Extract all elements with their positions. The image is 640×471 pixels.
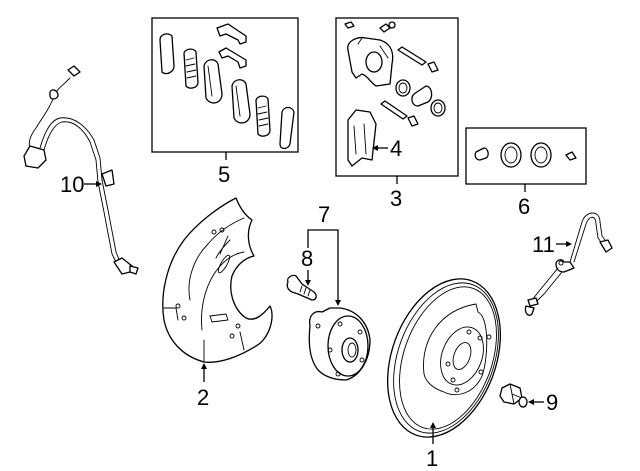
callout-leader-7 bbox=[307, 229, 339, 300]
caliper-support-bracket bbox=[347, 109, 377, 167]
dust-boot bbox=[430, 99, 446, 117]
bleeder-screw bbox=[344, 21, 355, 29]
pin-sleeve bbox=[565, 151, 577, 161]
arrow-1 bbox=[430, 422, 436, 428]
pad-kit-frame bbox=[151, 17, 299, 153]
pin-boot bbox=[474, 147, 489, 161]
dust-boot bbox=[530, 142, 552, 168]
arrow-7 bbox=[335, 300, 341, 306]
brake-hose: 11 bbox=[524, 212, 613, 316]
callout-8: 8 bbox=[301, 246, 313, 271]
bleeder-cap bbox=[388, 21, 396, 29]
pad-clip bbox=[216, 23, 247, 45]
hose-bracket bbox=[555, 259, 575, 273]
callout-6: 6 bbox=[518, 194, 530, 219]
callout-4: 4 bbox=[390, 136, 402, 161]
hose-fitting bbox=[599, 239, 613, 253]
guide-pin bbox=[397, 46, 427, 66]
sensor-connector bbox=[67, 65, 81, 77]
guide-pin bbox=[380, 100, 408, 120]
piston-seal bbox=[395, 79, 411, 97]
guide-pin-boot bbox=[427, 61, 439, 73]
sensor-bracket bbox=[23, 145, 47, 169]
callout-1: 1 bbox=[426, 446, 438, 471]
callout-3: 3 bbox=[390, 186, 402, 211]
callout-5: 5 bbox=[218, 162, 230, 187]
callout-10: 10 bbox=[60, 172, 84, 197]
piston-seal bbox=[500, 142, 522, 168]
brake-rotor: 1 bbox=[387, 278, 501, 471]
guide-pin-boot bbox=[407, 115, 419, 127]
sensor-clip bbox=[101, 169, 115, 187]
abs-sensor: 10 bbox=[23, 65, 139, 275]
sensor-head bbox=[113, 257, 133, 275]
sensor-grommet bbox=[49, 89, 59, 100]
caliper-bore bbox=[365, 51, 383, 73]
callout-11: 11 bbox=[532, 232, 555, 257]
hub-bearing-assembly: 7 8 bbox=[286, 202, 371, 381]
pad-kit-box: 5 bbox=[151, 17, 299, 187]
hose-banjo bbox=[527, 297, 539, 307]
callout-7: 7 bbox=[318, 202, 330, 227]
brake-pad bbox=[183, 48, 199, 89]
piston bbox=[411, 85, 433, 107]
arrow-11 bbox=[566, 241, 572, 247]
hub-nut: 9 bbox=[499, 383, 558, 415]
arrow-8 bbox=[305, 280, 311, 286]
callout-9: 9 bbox=[546, 390, 558, 415]
pad-shim bbox=[279, 106, 295, 150]
arrow-4 bbox=[372, 145, 378, 151]
arrow-9 bbox=[528, 399, 534, 405]
callout-2: 2 bbox=[197, 385, 209, 410]
brake-pad bbox=[255, 95, 271, 137]
seal-kit-box: 6 bbox=[465, 127, 587, 219]
pad-shim bbox=[159, 33, 175, 75]
arrow-10 bbox=[96, 181, 102, 187]
splash-shield: 2 bbox=[162, 197, 273, 410]
pad-clip bbox=[218, 47, 247, 69]
arrow-2 bbox=[201, 363, 207, 369]
caliper-assembly-box: 4 3 bbox=[335, 17, 459, 211]
